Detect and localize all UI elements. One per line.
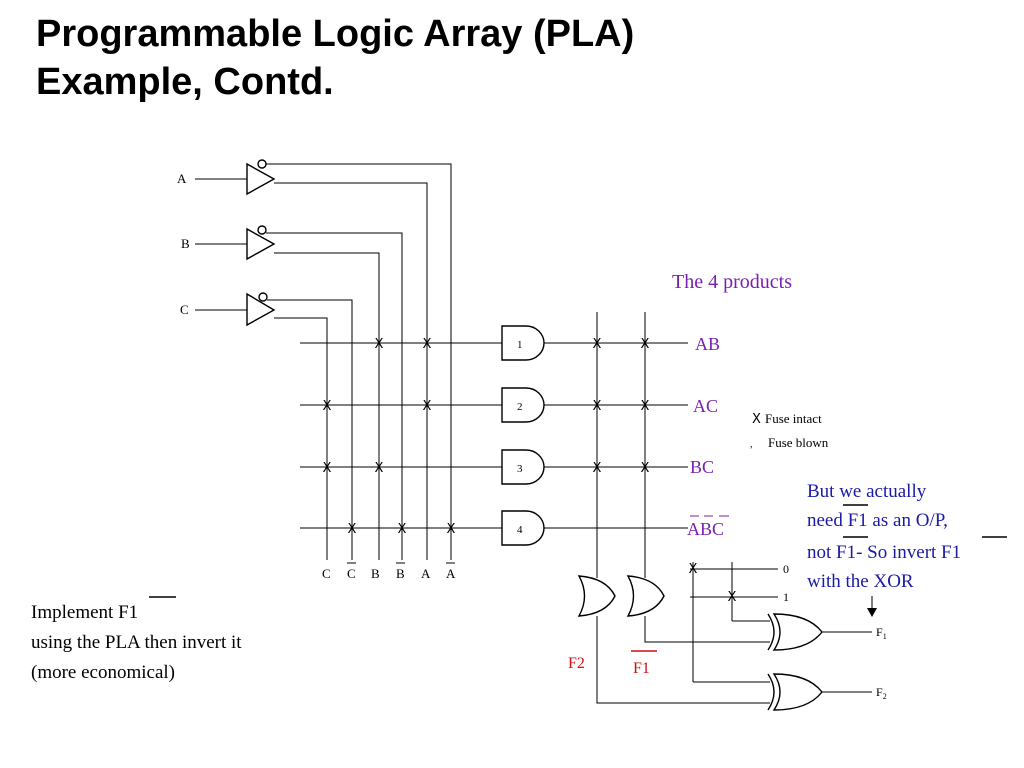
and-plane-lines	[300, 342, 502, 529]
and-gate-4: 4	[501, 510, 545, 546]
fuse-intact-mark: X	[593, 399, 602, 414]
fuse-intact-mark: X	[375, 461, 384, 476]
literal-a: A	[421, 566, 431, 581]
line-b-true	[274, 252, 380, 560]
and-gate-1-icon	[501, 325, 545, 361]
line-a-true	[274, 182, 428, 560]
product-bc: BC	[690, 457, 714, 477]
note-line-4: with the XOR	[807, 571, 914, 592]
input-c-driver: C	[180, 292, 353, 560]
and-gate-4-icon	[501, 510, 545, 546]
literal-a-bar: A	[446, 566, 456, 581]
wire-f2-to-xor2	[596, 616, 770, 704]
fuse-intact-mark: X	[593, 461, 602, 476]
implement-line-3: (more economical)	[31, 662, 175, 683]
slide-title: Programmable Logic Array (PLA) Example, …	[36, 10, 634, 106]
line-b-complement	[266, 232, 403, 560]
products-heading: The 4 products	[672, 271, 792, 293]
input-label-b: B	[181, 236, 190, 251]
slide-title-line-1: Programmable Logic Array (PLA)	[36, 13, 635, 55]
or-gate-f1-icon	[626, 575, 665, 617]
or-gate-f2-icon	[577, 575, 616, 617]
product-ac: AC	[693, 396, 718, 416]
buffer-b-icon	[246, 227, 276, 261]
and-gate-1: 1	[501, 325, 545, 361]
and-gate-3-label: 3	[517, 463, 523, 475]
inverter-bubble-c-icon	[258, 292, 268, 302]
literal-c: C	[322, 566, 331, 581]
and-gate-3: 3	[501, 449, 545, 485]
literal-c-bar: C	[347, 566, 356, 581]
and-gate-2-icon	[501, 387, 545, 423]
legend-blown-icon: ,	[750, 439, 753, 450]
buffer-a-icon	[246, 162, 276, 196]
wire-f1-to-xor1	[644, 616, 770, 643]
fuse-intact-mark: X	[423, 337, 432, 352]
line-c-true	[274, 317, 328, 560]
implement-line-1: Implement F1	[31, 602, 138, 623]
constant-1-label: 1	[783, 590, 789, 604]
note-line-2: need F1 as an O/P,	[807, 510, 948, 531]
literal-b-bar: B	[396, 566, 405, 581]
and-gate-1-label: 1	[517, 339, 523, 351]
implement-line-2: using the PLA then invert it	[31, 632, 242, 653]
fuse-intact-mark: X	[447, 522, 456, 537]
xor-gate-2: F2	[767, 673, 887, 711]
input-label-a: A	[177, 171, 187, 186]
fuse-intact-mark: X	[398, 522, 407, 537]
fuse-intact-mark: X	[375, 337, 384, 352]
xor-gate-1: F1	[767, 613, 887, 651]
fuse-intact-mark: X	[423, 399, 432, 414]
literal-labels: C C B B A A	[322, 562, 456, 581]
output-f2-label: F2	[876, 685, 887, 701]
fuse-intact-mark: X	[323, 461, 332, 476]
buffer-c-icon	[246, 292, 276, 327]
input-label-c: C	[180, 302, 189, 317]
inverter-bubble-b-icon	[257, 225, 267, 235]
slide-title-line-2: Example, Contd.	[36, 61, 334, 103]
fuse-intact-mark: X	[641, 461, 650, 476]
note-line-3: not F1- So invert F1	[807, 542, 961, 563]
literal-b: B	[371, 566, 380, 581]
legend-intact-icon: X	[752, 412, 761, 427]
inverter-bubble-a-icon	[257, 159, 267, 169]
implement-note: Implement F1 using the PLA then invert i…	[31, 596, 242, 683]
output-f1-label: F1	[876, 625, 887, 641]
line-a-complement	[266, 163, 452, 560]
or-output-f1-label: F1	[633, 660, 650, 677]
down-arrow-icon	[867, 596, 877, 617]
and-gate-3-icon	[501, 449, 545, 485]
fuse-intact-mark: X	[323, 399, 332, 414]
and-gate-2-label: 2	[517, 401, 523, 413]
product-lines	[544, 342, 688, 529]
xor-gate-2-icon	[772, 673, 823, 711]
note-line-1: But we actually	[807, 481, 927, 502]
product-abc-bar: ABC	[687, 519, 724, 539]
fuse-intact-mark: X	[641, 337, 650, 352]
and-gate-2: 2	[501, 387, 545, 423]
fuse-intact-mark: X	[641, 399, 650, 414]
xor-gate-1-icon	[772, 613, 823, 651]
fuse-legend: X Fuse intact , Fuse blown	[750, 411, 829, 450]
line-c-complement	[267, 299, 353, 560]
product-ab: AB	[695, 334, 720, 354]
input-b-driver: B	[181, 225, 403, 560]
xor-constant-lines: 0 1	[690, 562, 789, 683]
xor-note: But we actually need F1 as an O/P, not F…	[807, 481, 1007, 592]
legend-blown-label: Fuse blown	[768, 435, 829, 450]
or-output-f2-label: F2	[568, 655, 585, 672]
input-a-driver: A	[177, 159, 452, 560]
legend-intact-label: Fuse intact	[765, 411, 822, 426]
constant-0-label: 0	[783, 562, 789, 576]
and-gate-4-label: 4	[517, 524, 523, 536]
fuse-intact-mark: X	[348, 522, 357, 537]
fuse-intact-mark: X	[593, 337, 602, 352]
